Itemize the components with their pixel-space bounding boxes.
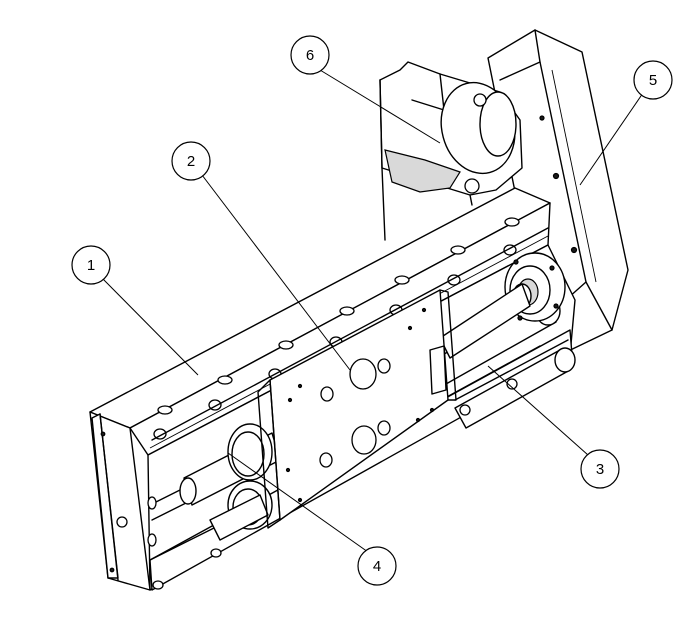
callout-4: 4 (357, 546, 397, 586)
callout-2: 2 (171, 141, 211, 181)
leader-line-6 (319, 69, 441, 144)
callout-label-3: 3 (596, 461, 604, 478)
callout-label-1: 1 (87, 257, 95, 274)
end-plate (89, 411, 151, 591)
leader-line-1 (101, 277, 199, 376)
top-bolt-holes (157, 217, 520, 415)
callout-1: 1 (71, 245, 111, 285)
leader-line-2 (201, 174, 351, 371)
leader-line-3 (487, 365, 589, 456)
leader-line-4 (227, 452, 369, 553)
servo-motor (379, 61, 523, 241)
push-rod (179, 423, 281, 541)
callout-3: 3 (580, 449, 620, 489)
callout-label-6: 6 (306, 47, 314, 64)
leader-lines (101, 69, 644, 553)
callout-label-5: 5 (649, 72, 657, 89)
carriage-plate (257, 289, 457, 529)
ball-screw-bearing (439, 252, 566, 359)
callout-label-4: 4 (373, 558, 381, 575)
callout-5: 5 (633, 60, 673, 100)
callout-label-2: 2 (187, 153, 195, 170)
callout-6: 6 (290, 35, 330, 75)
leader-line-5 (579, 92, 644, 186)
